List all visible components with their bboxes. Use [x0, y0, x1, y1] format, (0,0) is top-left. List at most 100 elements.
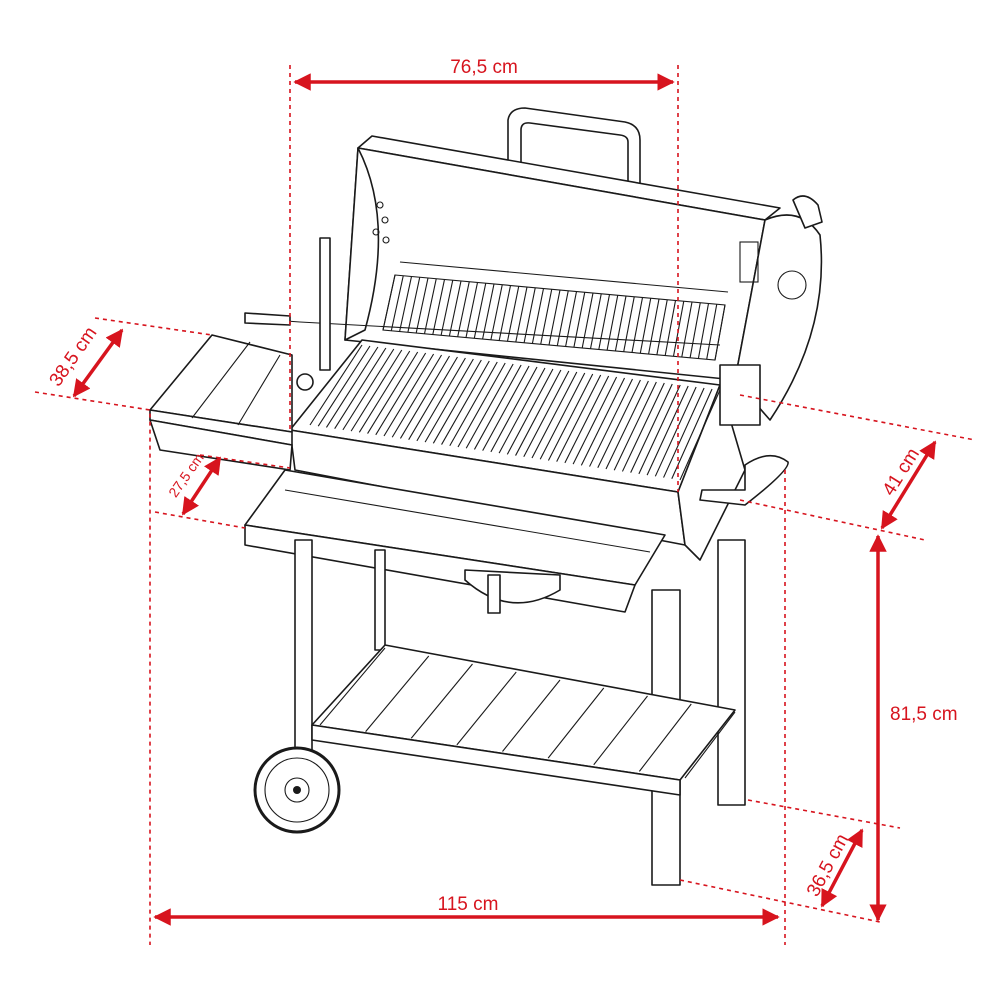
grate-bar	[408, 356, 458, 440]
grate-bar	[423, 278, 437, 334]
side-table-depth-label: 38,5 cm	[46, 323, 102, 390]
grate-bar	[656, 299, 668, 355]
grate-bar	[334, 347, 387, 429]
grate-bar	[547, 373, 594, 461]
grate-bar	[432, 359, 482, 444]
grate-bar	[482, 365, 530, 451]
grate-bar	[365, 655, 430, 732]
grate-bar	[391, 354, 443, 438]
grate-bar	[684, 711, 736, 779]
grate-bar	[490, 366, 538, 453]
grate-bar	[449, 361, 498, 447]
grate-bar	[531, 371, 578, 459]
grate-bar	[539, 372, 586, 460]
grate-bar	[714, 304, 726, 361]
grate-bar	[399, 276, 413, 332]
grate-bar	[572, 376, 618, 465]
grate-bar	[646, 385, 689, 476]
grate-bar	[581, 292, 594, 349]
lid-width-label: 76,5 cm	[450, 57, 518, 78]
grate-bar	[605, 380, 649, 470]
grate-bar	[407, 277, 421, 333]
grate-bar	[319, 647, 386, 726]
grate-bar	[502, 679, 561, 752]
grate-bar	[597, 379, 641, 469]
grate-bar	[325, 346, 379, 428]
grate-bar	[465, 363, 514, 449]
grate-bar	[648, 298, 660, 355]
grate-bar	[515, 286, 528, 343]
grate-bar	[681, 301, 693, 358]
grate-bar	[606, 295, 619, 351]
grate-bar	[623, 296, 635, 352]
grate-bar	[440, 280, 454, 336]
grate-bar	[523, 370, 570, 458]
grate-bar	[598, 294, 611, 350]
grate-bar	[473, 283, 487, 339]
grate-bar	[390, 275, 404, 331]
grate-bar	[664, 300, 677, 356]
grate-bar	[441, 360, 490, 445]
grate-bar	[689, 302, 701, 358]
grate-bar	[465, 282, 479, 338]
grate-bar	[671, 388, 713, 480]
grate-bar	[556, 374, 602, 462]
grate-bar	[613, 381, 657, 471]
grate-bar	[457, 362, 506, 448]
grate-bar	[456, 671, 517, 746]
grate-bar	[697, 303, 710, 359]
grate-bar	[399, 355, 450, 439]
grate-bar	[564, 375, 610, 464]
grate-bar	[679, 389, 721, 481]
base-depth-label: 36,5 cm	[803, 831, 853, 901]
grate-bar	[498, 285, 512, 341]
grate-bar	[482, 283, 495, 340]
grate-bar	[415, 277, 429, 334]
grate-bar	[547, 687, 605, 759]
grate-bar	[515, 369, 562, 456]
grate-bar	[621, 382, 665, 472]
grate-bar	[506, 286, 520, 342]
grate-bar	[589, 293, 602, 349]
grate-bar	[565, 291, 578, 347]
grate-bar	[614, 295, 627, 352]
grate-bar	[358, 350, 411, 433]
total-width-label: 115 cm	[438, 894, 499, 915]
grate-bar	[593, 695, 648, 766]
grate-bar	[410, 663, 473, 739]
grate-bar	[309, 344, 363, 426]
grate-bar	[448, 280, 462, 337]
grate-bar	[506, 368, 554, 455]
grate-bar	[382, 274, 396, 331]
grate-bar	[424, 358, 474, 443]
grate-bar	[416, 357, 466, 442]
grate-bar	[457, 281, 470, 337]
grate-bar	[367, 351, 419, 434]
grate-bar	[523, 287, 536, 343]
grate-bar	[638, 703, 692, 772]
grate-bar	[473, 364, 522, 450]
grate-bar	[589, 378, 633, 467]
front-shelf-depth-label: 27,5 cm	[165, 450, 207, 500]
grate-bar	[573, 292, 586, 348]
grate-bar	[432, 279, 446, 335]
grate-bar	[383, 353, 435, 437]
grate-bar	[498, 367, 546, 454]
grate-bar	[638, 384, 681, 475]
grate-bar	[580, 377, 626, 466]
grate-bar	[342, 348, 395, 431]
grate-bar	[350, 349, 403, 432]
grate-bar	[672, 301, 685, 357]
grate-bar	[663, 387, 705, 478]
grate-bar	[317, 345, 371, 427]
dimension-lines	[34, 65, 976, 945]
working-height-label: 81,5 cm	[890, 704, 958, 725]
grate-bar	[631, 297, 644, 353]
grate-bar	[630, 383, 673, 473]
grate-bar	[375, 352, 427, 436]
grate-bar	[654, 386, 697, 477]
grill-illustration	[149, 107, 823, 886]
grate-bar	[639, 298, 652, 354]
